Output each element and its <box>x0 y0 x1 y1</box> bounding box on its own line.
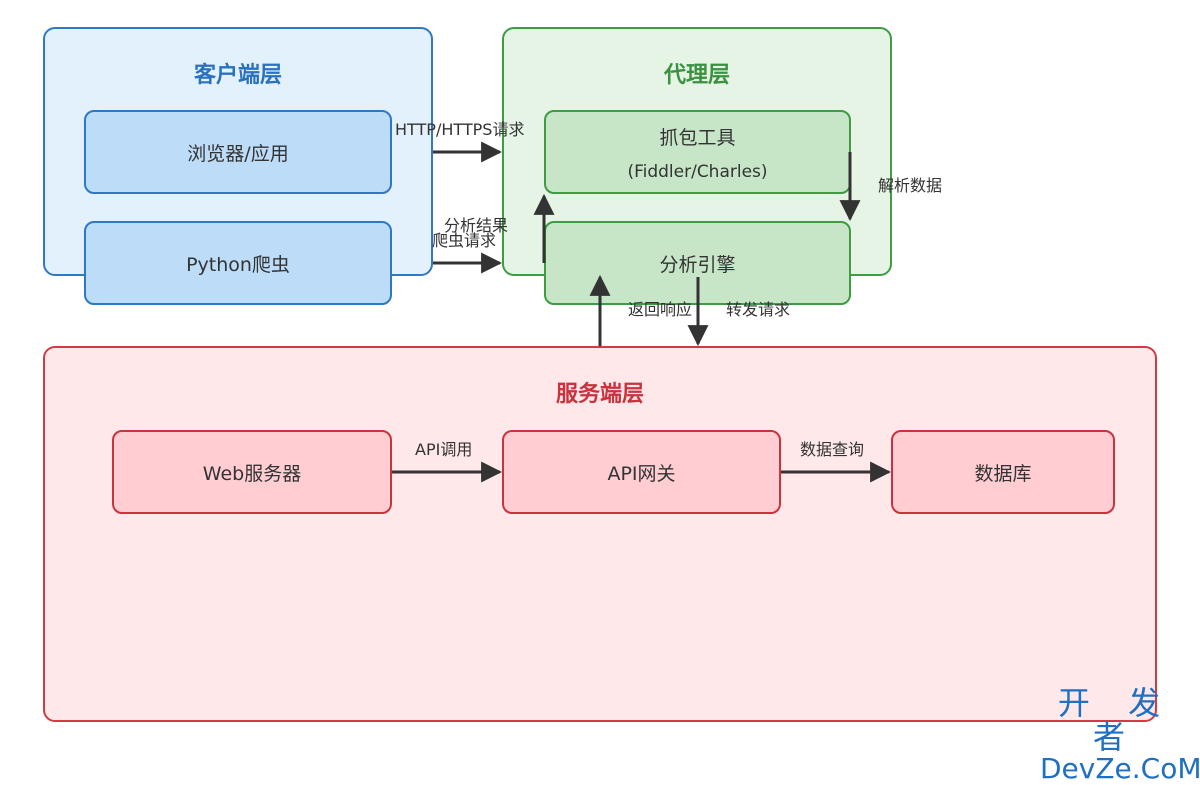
edge-label-http-request: HTTP/HTTPS请求 <box>395 120 525 139</box>
browser-node-label: 浏览器/应用 <box>187 142 289 165</box>
analysis-engine-label: 分析引擎 <box>659 253 736 276</box>
watermark-en: DevZe.CoM <box>1040 752 1200 785</box>
watermark-logo: 开 发 者 DevZe.CoM <box>1040 684 1200 785</box>
watermark-cn: 开 发 者 <box>1057 684 1175 756</box>
edge-label-api-call: API调用 <box>415 440 473 459</box>
crawler-node[interactable]: Python爬虫 <box>84 221 392 305</box>
capture-tool-label: 抓包工具 <box>659 126 736 149</box>
browser-node[interactable]: 浏览器/应用 <box>84 110 392 194</box>
edge-label-data-query: 数据查询 <box>800 440 865 459</box>
capture-tool-sublabel: (Fiddler/Charles) <box>627 161 768 182</box>
database-node[interactable]: 数据库 <box>891 430 1115 514</box>
proxy-layer-title: 代理层 <box>663 63 730 88</box>
api-gateway-label: API网关 <box>607 462 676 485</box>
web-server-node[interactable]: Web服务器 <box>112 430 392 514</box>
capture-tool-node[interactable]: 抓包工具 (Fiddler/Charles) <box>544 110 851 194</box>
crawler-node-label: Python爬虫 <box>186 253 290 276</box>
analysis-engine-node[interactable]: 分析引擎 <box>544 221 851 305</box>
edge-label-forward-request: 转发请求 <box>726 300 791 319</box>
client-layer-title: 客户端层 <box>193 63 282 88</box>
api-gateway-node[interactable]: API网关 <box>502 430 781 514</box>
database-label: 数据库 <box>974 462 1032 485</box>
server-layer: 服务端层 <box>43 346 1157 722</box>
edge-label-return-response: 返回响应 <box>628 300 693 319</box>
edge-label-crawler-request: 爬虫请求 <box>432 231 497 250</box>
web-server-label: Web服务器 <box>202 462 302 485</box>
edge-label-parse-data: 解析数据 <box>878 176 943 195</box>
server-layer-title: 服务端层 <box>555 382 644 407</box>
edge-label-analysis-result: 分析结果 <box>444 216 509 235</box>
